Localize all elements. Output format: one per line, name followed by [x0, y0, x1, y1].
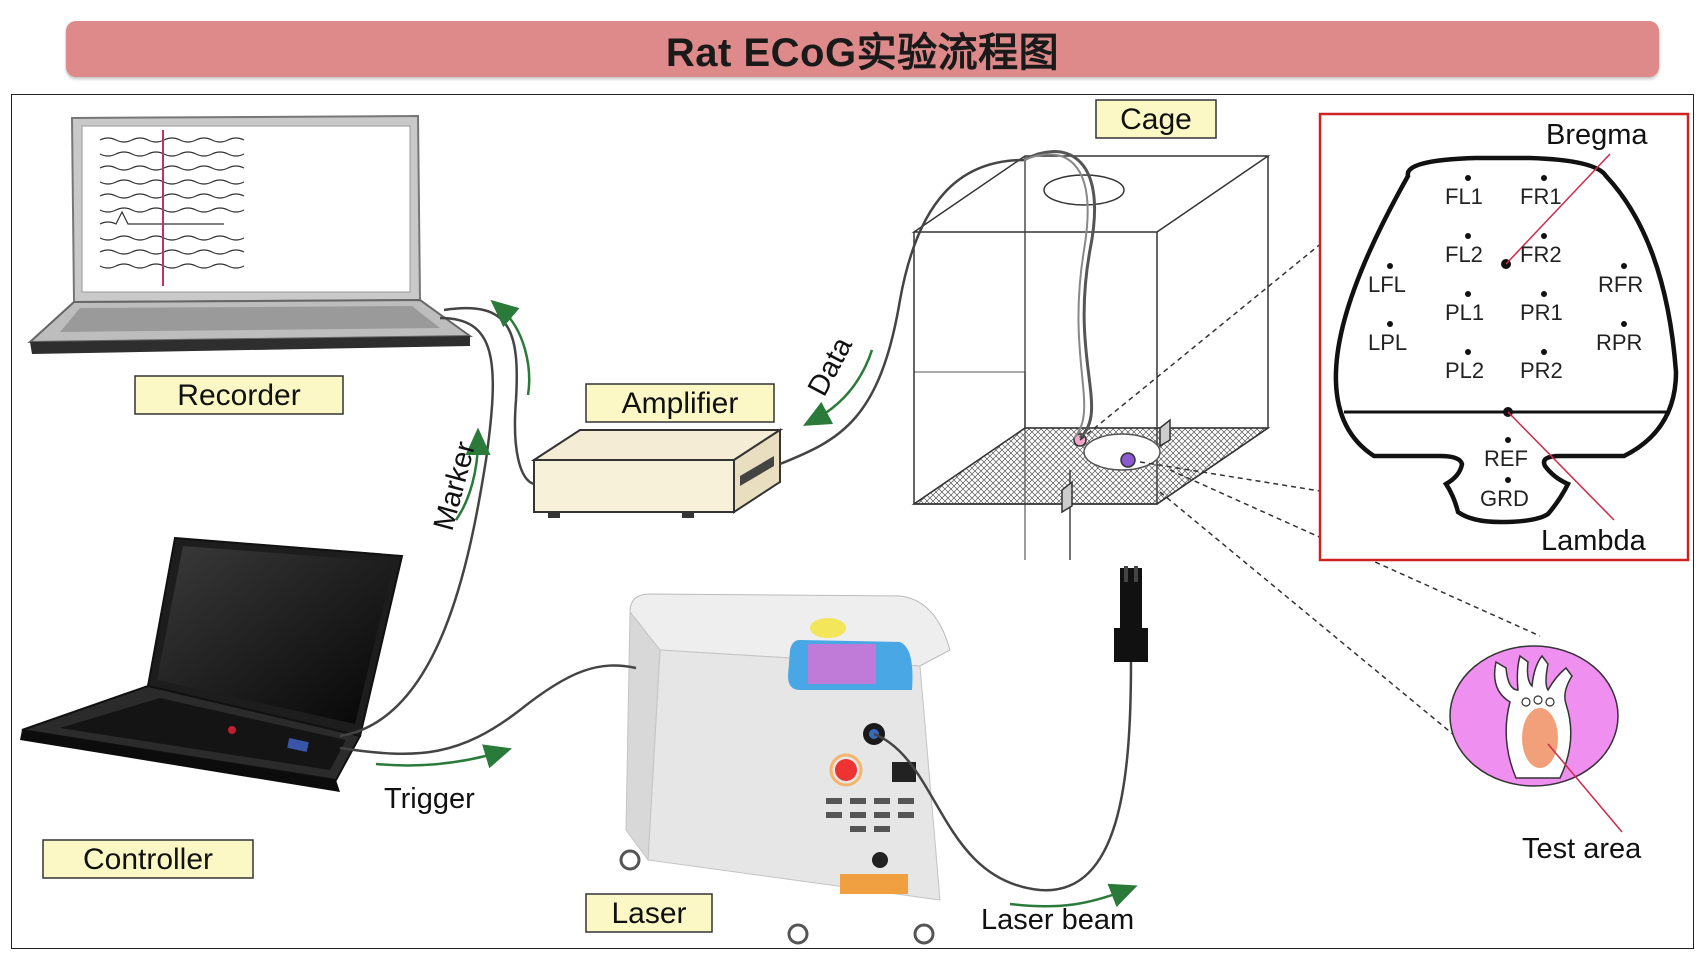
electrode-PR2: PR2 — [1520, 358, 1563, 383]
electrode-LFL: LFL — [1368, 272, 1406, 297]
test-area-pointer — [1547, 743, 1623, 833]
svg-text:Amplifier: Amplifier — [622, 387, 739, 420]
electrode-PR1: PR1 — [1520, 300, 1563, 325]
laser-beam-label: Laser beam — [981, 904, 1134, 936]
electrode-RFR: RFR — [1598, 272, 1643, 297]
electrode-FL2: FL2 — [1445, 242, 1483, 267]
skull-outline — [1333, 155, 1679, 525]
recorder-laptop — [27, 114, 474, 354]
svg-text:Recorder: Recorder — [177, 379, 300, 412]
electrode-labels: FL1 FR1 FL2 FR2 LFL RFR PL1 PR1 LPL RPR … — [1368, 184, 1643, 511]
electrode-RPR: RPR — [1596, 330, 1642, 355]
test-area-label: Test area — [1522, 833, 1642, 865]
paw-test-area: Test area — [1449, 645, 1642, 865]
label-amplifier: Amplifier — [585, 383, 775, 423]
laser-beam-arrow — [1009, 883, 1138, 908]
cage-cable — [1023, 150, 1097, 440]
label-recorder: Recorder — [134, 375, 344, 415]
electrode-GRD: GRD — [1480, 486, 1529, 511]
marker-arrow — [454, 427, 491, 521]
trackpoint-icon — [228, 726, 236, 734]
label-cage: Cage — [1095, 99, 1217, 139]
bregma-label: Bregma — [1546, 119, 1648, 151]
laser-handpiece — [1114, 566, 1148, 662]
label-controller: Controller — [42, 839, 254, 879]
test-area-spot — [1522, 708, 1558, 768]
electrode-PL2: PL2 — [1445, 358, 1484, 383]
diagram-title: Rat ECoG实验流程图 — [665, 31, 1060, 75]
recorder-arrow — [490, 299, 531, 396]
laser-fiber — [873, 661, 1133, 892]
svg-text:Laser: Laser — [611, 897, 686, 930]
electrode-FR2: FR2 — [1520, 242, 1562, 267]
cage — [911, 155, 1271, 560]
label-laser: Laser — [585, 893, 713, 933]
laser-machine — [619, 593, 951, 945]
marker-label: Marker — [428, 438, 482, 534]
trigger-label: Trigger — [384, 783, 475, 815]
rat-head-marker — [1120, 452, 1136, 468]
electrode-FR1: FR1 — [1520, 184, 1562, 209]
title-banner: Rat ECoG实验流程图 — [66, 21, 1659, 77]
data-arrow — [802, 349, 874, 426]
diagram-frame — [11, 94, 1694, 949]
electrode-REF: REF — [1484, 446, 1528, 471]
trigger-cable — [339, 664, 637, 755]
cables — [339, 158, 1133, 892]
svg-text:Cage: Cage — [1120, 103, 1192, 136]
amplifier-box — [530, 428, 784, 518]
skull-map: Bregma Lambda FL1 FR1 FL2 FR2 LFL RFR PL… — [1318, 112, 1690, 562]
marker-cable — [339, 316, 494, 738]
trigger-arrow — [375, 744, 512, 769]
lambda-pointer — [1507, 411, 1615, 521]
data-cable — [779, 158, 1025, 466]
electrode-dots — [1387, 175, 1627, 483]
electrode-LPL: LPL — [1368, 330, 1407, 355]
recorder-amplifier-cable — [443, 306, 535, 486]
signal-arrows — [375, 299, 1138, 908]
lambda-label: Lambda — [1541, 525, 1647, 557]
electrode-PL1: PL1 — [1445, 300, 1484, 325]
svg-text:Controller: Controller — [83, 843, 213, 876]
controller-laptop — [20, 536, 404, 792]
bregma-pointer — [1505, 153, 1611, 265]
electrode-FL1: FL1 — [1445, 184, 1483, 209]
